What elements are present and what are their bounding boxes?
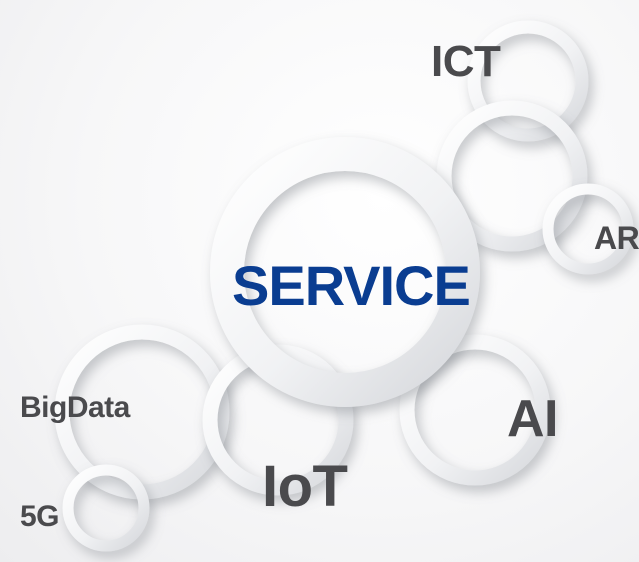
service-label: SERVICE — [232, 254, 471, 317]
ring-service — [210, 137, 480, 407]
bigdata-label: BigData — [20, 391, 130, 424]
iot-label: IoT — [262, 454, 348, 519]
ring-ict — [467, 20, 589, 142]
ring-5g — [62, 464, 150, 552]
ring-ar — [542, 183, 634, 275]
ai-label: AI — [507, 390, 559, 448]
5g-label: 5G — [20, 500, 60, 533]
ar-label: AR — [594, 220, 639, 256]
ring-upper-right — [436, 100, 588, 252]
ring-ai — [399, 334, 551, 486]
ict-label: ICT — [431, 37, 501, 86]
